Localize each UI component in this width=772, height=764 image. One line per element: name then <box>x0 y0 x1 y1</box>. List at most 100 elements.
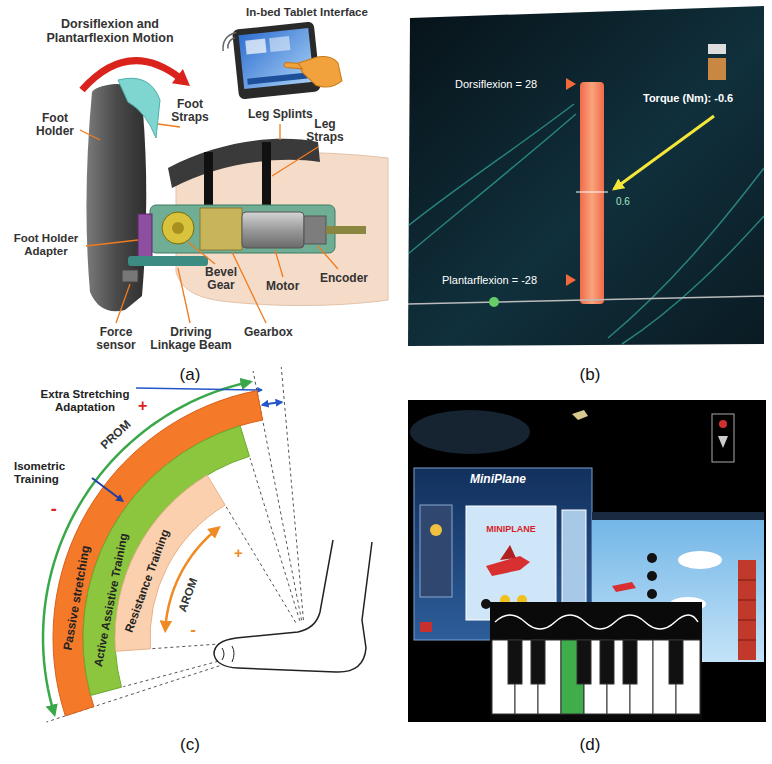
game-screenshots <box>647 571 657 581</box>
piano-keys <box>577 640 591 684</box>
foot-holder <box>86 84 146 311</box>
background-streak <box>408 114 576 254</box>
band-outline <box>0 380 400 725</box>
game-screenshots <box>408 400 766 722</box>
motor <box>242 212 304 248</box>
foot-strap <box>118 78 160 138</box>
tablet-icon <box>297 55 342 90</box>
panel-label: (b) <box>560 366 620 385</box>
direction-sign: - <box>51 500 57 520</box>
game-screenshots <box>500 545 516 560</box>
leader-line <box>272 147 318 176</box>
screen-background <box>408 6 764 346</box>
leg-strap <box>204 152 213 212</box>
extra-stretch-pointer <box>136 388 262 390</box>
gearbox <box>200 208 242 250</box>
direction-sign: + <box>138 397 147 415</box>
screen-display: Dorsiflexion = 28Torque (Nm): -0.60.6Pla… <box>408 4 766 348</box>
leader-line <box>188 242 215 264</box>
training-band: Active Assistive Training <box>0 380 400 725</box>
piano-keys <box>600 640 614 684</box>
part-label: Foot Straps <box>166 98 214 124</box>
ankle-robot-illustration <box>80 19 388 323</box>
panel-label: (d) <box>560 736 620 755</box>
pointer-arrow <box>614 116 714 189</box>
direction-sign: + <box>234 545 243 562</box>
isometric-line <box>92 478 123 501</box>
leg <box>176 153 388 306</box>
slider-knob <box>489 297 499 307</box>
limit-marker <box>566 78 576 90</box>
piano-keys <box>669 640 683 684</box>
band-outline <box>0 380 400 725</box>
holder-adapter <box>138 214 152 262</box>
part-label: Encoder <box>320 272 368 285</box>
status-icon <box>708 58 726 80</box>
bevel-gear <box>162 212 194 244</box>
part-label: Gearbox <box>244 326 293 339</box>
part-label: Driving Linkage Beam <box>146 326 236 352</box>
value-readout: 0.6 <box>616 196 630 207</box>
bevel-gear <box>172 222 184 234</box>
annotation-label: Isometric Training <box>14 460 88 485</box>
angle-bar <box>580 82 604 304</box>
foot-outline <box>214 540 372 672</box>
status-icon <box>708 44 726 54</box>
part-label: Foot Holder Adapter <box>6 232 86 257</box>
training-band: Passive stretching <box>0 380 400 725</box>
tablet-icon <box>221 19 343 101</box>
game-screenshots <box>572 410 588 420</box>
leg-splint <box>168 139 320 188</box>
leader-line <box>80 124 338 323</box>
game-screenshots <box>738 560 756 660</box>
leader-line <box>275 250 283 277</box>
tablet-icon <box>239 28 314 89</box>
game-screenshots <box>410 410 530 454</box>
shaft <box>326 226 366 234</box>
game-screenshots <box>495 615 698 629</box>
leader-line <box>86 240 138 246</box>
piano-keys <box>492 640 700 714</box>
game-title: MiniPlane <box>470 473 526 486</box>
leader-line <box>232 252 266 323</box>
limit-marker <box>566 274 576 286</box>
part-label: Motor <box>266 280 299 293</box>
band-shape <box>53 391 263 716</box>
force-sensor <box>122 270 138 282</box>
part-label: Foot Holder <box>30 112 80 138</box>
game-screenshots <box>562 510 586 610</box>
band-outline <box>0 380 400 725</box>
tablet-icon <box>245 39 266 55</box>
panel-label: (c) <box>160 736 220 755</box>
leader-line <box>279 124 280 140</box>
leader-line <box>178 268 190 323</box>
game-logo: MINIPLANE <box>486 525 536 535</box>
band-shape <box>83 426 249 696</box>
panel-label: (a) <box>160 366 220 385</box>
tablet-icon <box>221 33 238 51</box>
range-boundary <box>281 367 303 620</box>
background-streak <box>608 168 764 338</box>
game-screenshots <box>481 599 491 609</box>
angle-readout: Dorsiflexion = 28 <box>455 78 537 90</box>
leader-line <box>158 124 180 127</box>
game-screenshots <box>430 524 442 536</box>
game-screenshots <box>420 505 452 597</box>
game-screenshots <box>647 589 657 599</box>
training-mode-illustration <box>43 367 372 722</box>
tablet-icon <box>284 61 303 71</box>
tablet-icon <box>227 38 236 49</box>
training-band: Resistance Training <box>0 380 400 725</box>
motion-label: Dorsiflexion and Plantarflexion Motion <box>25 18 195 46</box>
tablet-label: In-bed Tablet Interface <box>222 6 392 19</box>
linkage-beam <box>128 256 208 266</box>
foot-outline <box>222 646 234 662</box>
leader-line <box>116 284 130 323</box>
game-screenshots <box>738 580 756 640</box>
range-boundary <box>226 507 296 623</box>
leader-line <box>80 130 100 140</box>
range-label: AROM <box>176 577 200 614</box>
